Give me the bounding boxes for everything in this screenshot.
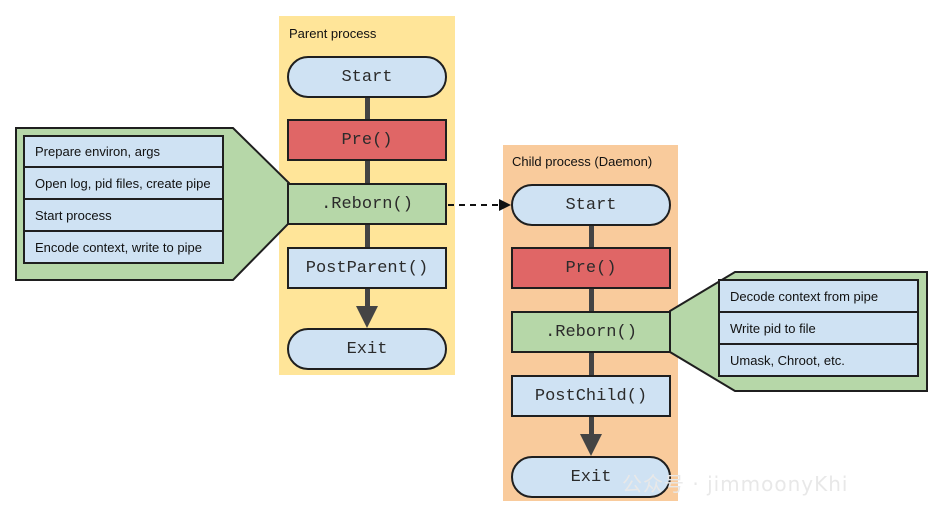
child-reborn-node: .Reborn() (511, 311, 671, 353)
child-detail-item: Umask, Chroot, etc. (718, 343, 919, 377)
child-connector-4 (589, 416, 594, 436)
parent-detail-item: Encode context, write to pipe (23, 230, 224, 264)
parent-detail-item: Prepare environ, args (23, 135, 224, 168)
parent-pre-node: Pre() (287, 119, 447, 161)
parent-detail-item: Start process (23, 198, 224, 232)
fork-arrowhead (499, 199, 511, 211)
child-start-node: Start (511, 184, 671, 226)
parent-exit-arrowhead (356, 306, 378, 328)
child-detail-item: Decode context from pipe (718, 279, 919, 313)
child-process-title: Child process (Daemon) (512, 154, 653, 169)
child-connector-2 (589, 288, 594, 312)
parent-exit-node: Exit (287, 328, 447, 370)
parent-connector-3 (365, 224, 370, 248)
child-connector-1 (589, 225, 594, 248)
child-connector-3 (589, 352, 594, 376)
parent-detail-item: Open log, pid files, create pipe (23, 166, 224, 200)
watermark-text: 公众号 · jimmoonyKhi (622, 472, 849, 496)
child-detail-item: Write pid to file (718, 311, 919, 345)
child-pre-node: Pre() (511, 247, 671, 289)
parent-connector-4 (365, 288, 370, 308)
parent-reborn-node: .Reborn() (287, 183, 447, 225)
parent-process-title: Parent process (289, 26, 377, 41)
child-exit-arrowhead (580, 434, 602, 456)
parent-connector-1 (365, 97, 370, 119)
parent-start-node: Start (287, 56, 447, 98)
child-postchild-node: PostChild() (511, 375, 671, 417)
child-exit-node: Exit (511, 456, 671, 498)
parent-postparent-node: PostParent() (287, 247, 447, 289)
parent-connector-2 (365, 160, 370, 183)
